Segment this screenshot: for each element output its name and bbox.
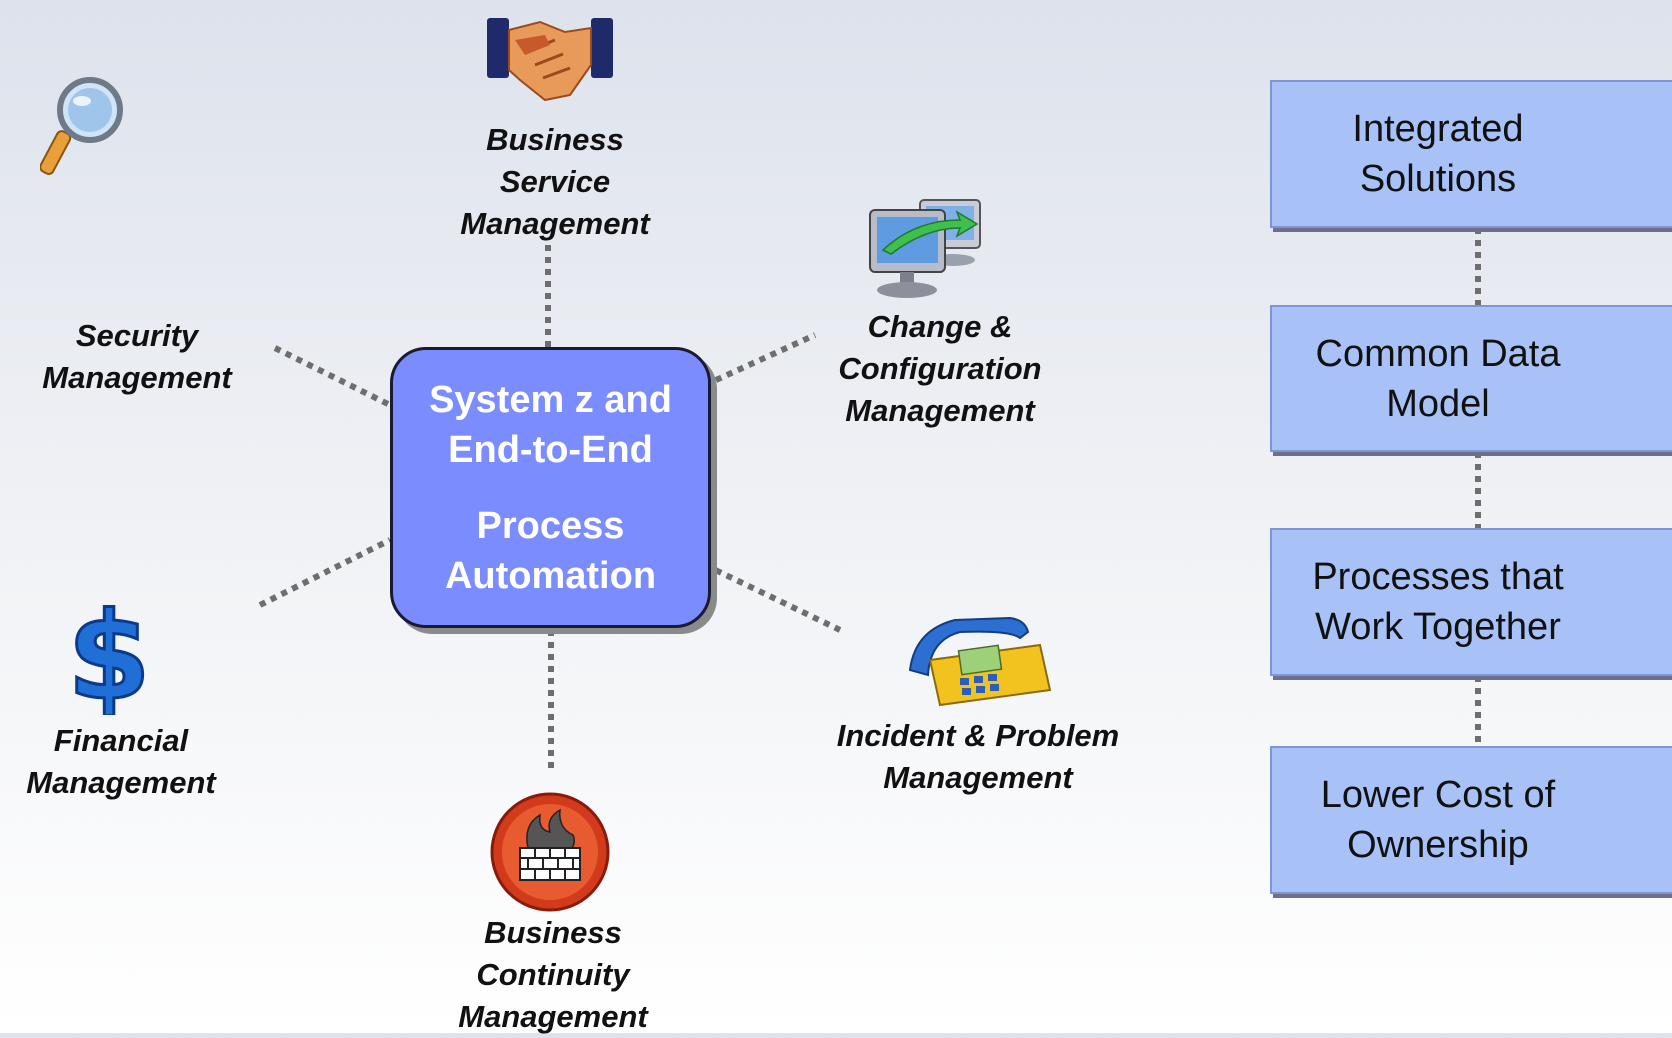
firewall-icon xyxy=(490,792,610,912)
hub-line-3: Process xyxy=(476,504,625,547)
handshake-icon xyxy=(487,18,613,102)
hub-line-4: Automation xyxy=(444,554,657,597)
svg-text:$: $ xyxy=(67,600,151,715)
connector-financial xyxy=(258,537,392,608)
label-change-configuration-management: Change & Configuration Management xyxy=(838,309,1042,428)
benefit-box-3: Processes that Work Together xyxy=(1270,528,1672,676)
hub-line-1: System z and xyxy=(429,378,672,421)
label-security-management: Security Management xyxy=(42,318,232,395)
benefit-box-1: Integrated Solutions xyxy=(1270,80,1672,228)
benefit-label: Processes that Work Together xyxy=(1312,556,1564,648)
magnifier-icon xyxy=(40,77,123,175)
label-business-service-management: Business Service Management xyxy=(460,122,650,241)
benefit-label: Lower Cost of Ownership xyxy=(1320,774,1556,866)
dollar-icon: $ xyxy=(66,600,153,715)
benefit-label: Integrated Solutions xyxy=(1352,108,1524,200)
label-incident-problem-management: Incident & Problem Management xyxy=(836,718,1120,795)
connector-security xyxy=(273,345,392,408)
computer-sync-icon xyxy=(869,199,981,298)
benefit-box-4: Lower Cost of Ownership xyxy=(1270,746,1672,894)
process-automation-hub: System z and End-to-End Process Automati… xyxy=(390,347,711,628)
connector-incident xyxy=(703,562,842,633)
benefit-box-2: Common Data Model xyxy=(1270,305,1672,452)
benefit-label: Common Data Model xyxy=(1315,332,1561,425)
label-business-continuity-management: Business Continuity Management xyxy=(458,915,648,1034)
hub-line-2: End-to-End xyxy=(448,428,653,471)
label-financial-management: Financial Management xyxy=(26,723,216,800)
telephone-icon xyxy=(908,616,1052,707)
connector-change-config xyxy=(703,332,817,388)
